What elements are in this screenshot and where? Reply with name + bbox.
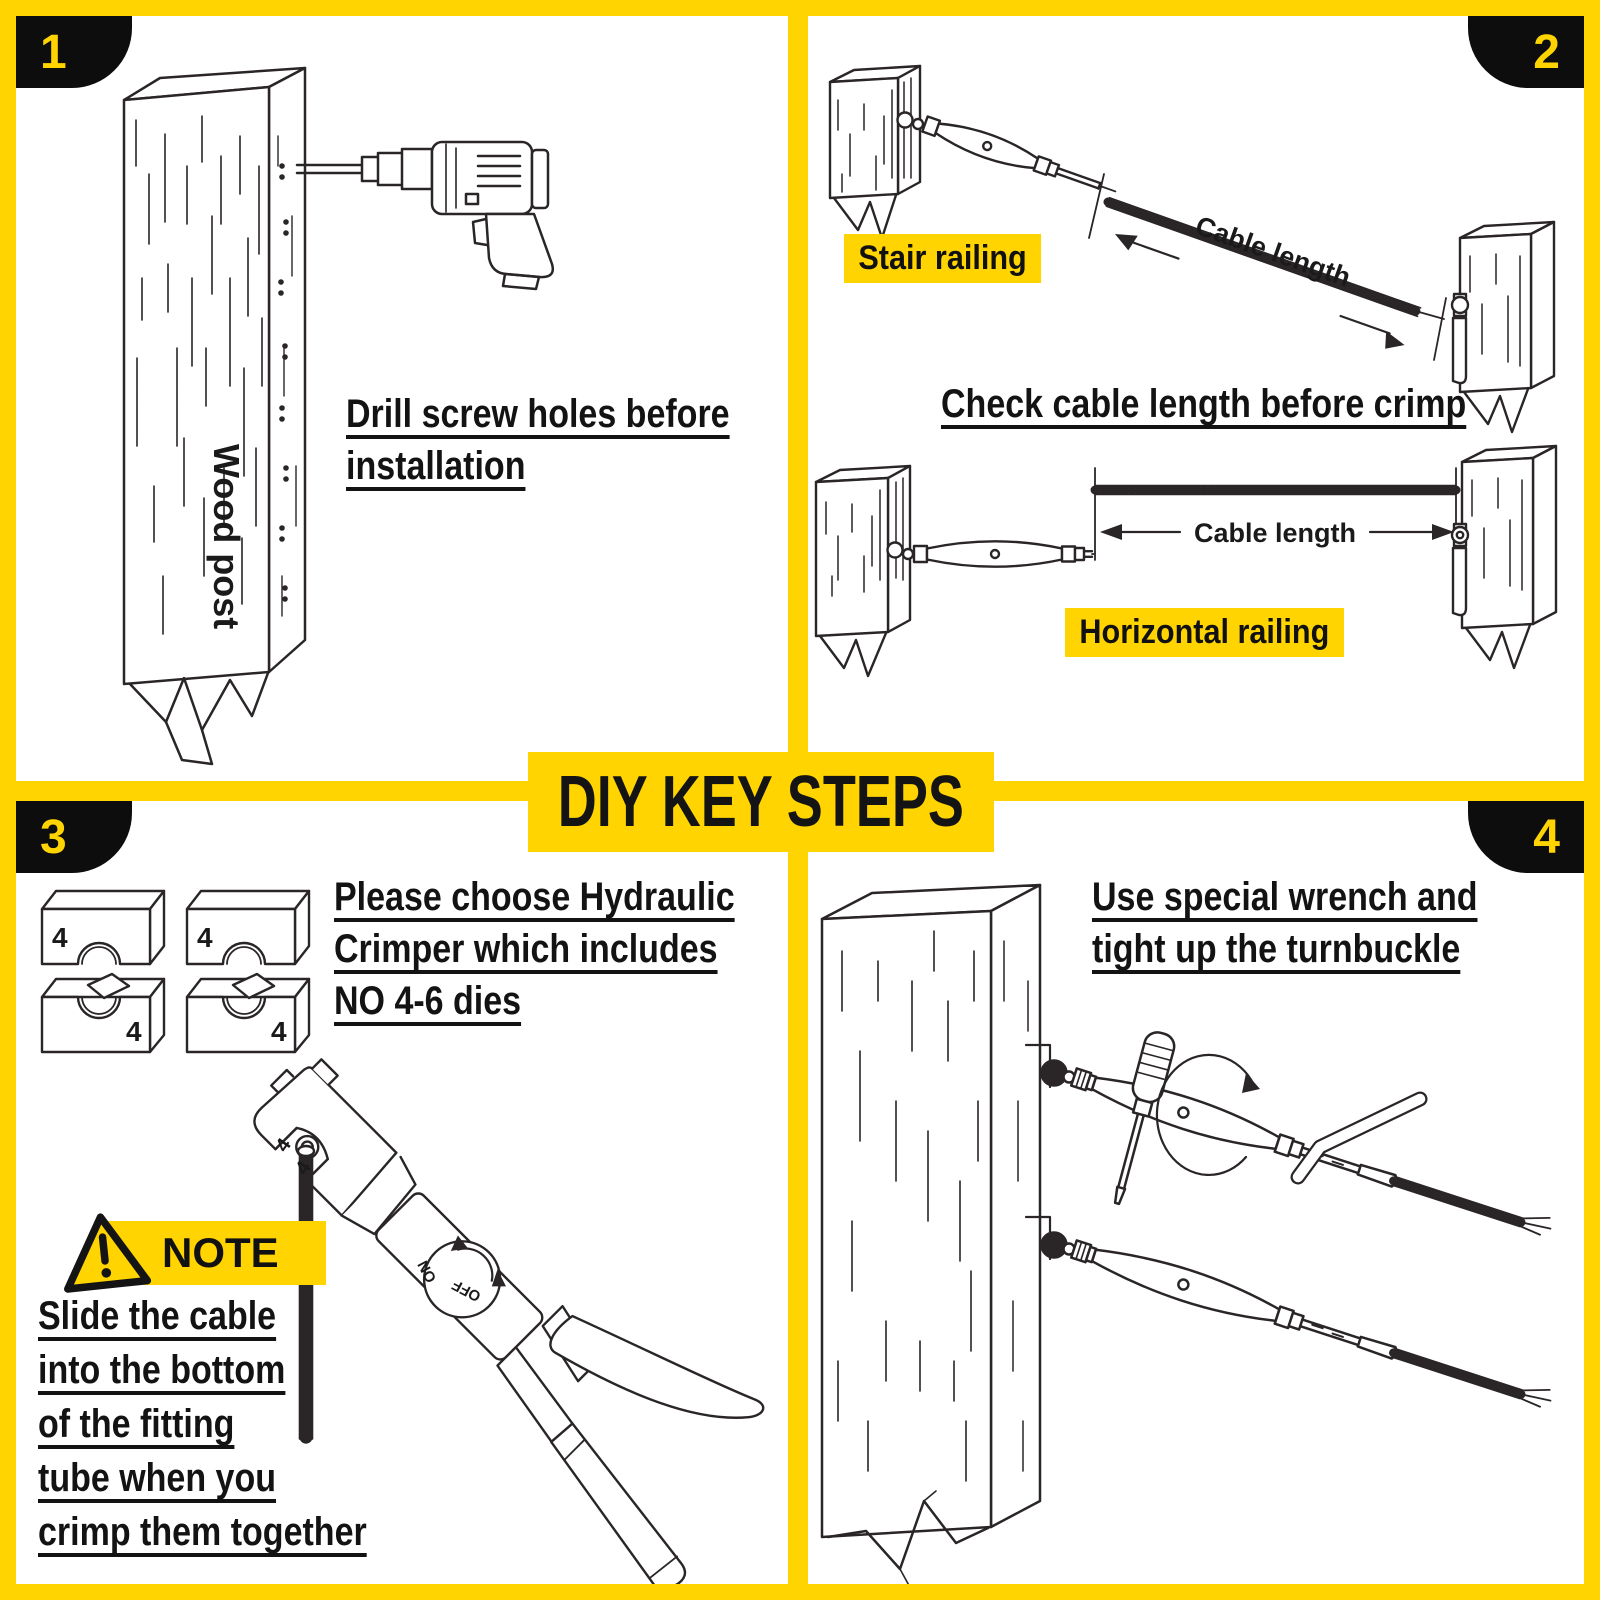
- die-1-bottom-label: 4: [126, 1016, 142, 1047]
- drill-drawing: [295, 140, 554, 291]
- step-3-note-text: Slide the cable into the bottom of the f…: [38, 1289, 367, 1559]
- hydraulic-crimper-illustration: 4 4 4 4 4 4 OFF ON: [40, 889, 765, 1584]
- step-3-caption-line3: NO 4-6 dies: [334, 979, 522, 1023]
- step-2-caption: Check cable length before crimp: [941, 378, 1466, 430]
- note-line2: into the bottom: [38, 1348, 286, 1392]
- horizontal-cable-length-label: Cable length: [1194, 518, 1356, 548]
- note-line4: tube when you: [38, 1456, 276, 1500]
- horizontal-cable: [1090, 467, 1461, 561]
- step-4-caption-line2: tight up the turnbuckle: [1092, 927, 1461, 971]
- stair-turnbuckle: [896, 111, 1117, 239]
- step-3-caption: Please choose Hydraulic Crimper which in…: [334, 871, 735, 1027]
- horizontal-right-post: [1450, 444, 1558, 670]
- stair-dimension-arrow: [1115, 234, 1405, 349]
- note-label-text: NOTE: [162, 1229, 279, 1276]
- stair-railing-text: Stair railing: [858, 239, 1027, 277]
- panel-step-4: 4 Use special wrench and tight up the tu…: [808, 801, 1584, 1584]
- allen-wrench-drawing: [1290, 1091, 1428, 1185]
- banner-title: DIY KEY STEPS: [557, 762, 965, 842]
- note-line1: Slide the cable: [38, 1294, 277, 1338]
- panel-step-3: 4 4 4 4 4 4 OFF ON 3 Please choose Hydra…: [16, 801, 788, 1584]
- wood-post-drawing: [122, 66, 307, 766]
- panel-step-1: Wood post 1 Drill screw holes before ins…: [16, 16, 788, 781]
- die-pair-2: [185, 889, 311, 1054]
- step-2-caption-text: Check cable length before crimp: [941, 382, 1467, 426]
- note-line3: of the fitting: [38, 1402, 235, 1446]
- step-3-badge: 3: [16, 801, 132, 873]
- die-2-bottom-label: 4: [271, 1016, 287, 1047]
- die-2-top-label: 4: [197, 922, 213, 953]
- wood-post-label: Wood post: [206, 444, 247, 629]
- stair-railing-label: Stair railing: [844, 234, 1042, 283]
- die-pair-1: [40, 889, 166, 1054]
- horizontal-left-post: [814, 464, 912, 678]
- panel-step-2: Cable length Cable length 2 Stair railin…: [808, 16, 1584, 781]
- step-1-caption-line1: Drill screw holes before: [346, 392, 730, 436]
- step-1-caption: Drill screw holes before installation: [346, 388, 730, 492]
- step-3-caption-line2: Crimper which includes: [334, 927, 718, 971]
- diy-key-steps-banner: DIY KEY STEPS: [528, 752, 994, 852]
- wood-post-drawing: [820, 883, 1042, 1584]
- stair-cable: [1103, 196, 1424, 318]
- screw-holes: [278, 163, 289, 602]
- step-4-caption-line1: Use special wrench and: [1092, 875, 1478, 919]
- lower-turnbuckle-assembly: [1069, 1239, 1552, 1408]
- crimper-cable: [296, 1144, 316, 1446]
- step-3-caption-line1: Please choose Hydraulic: [334, 875, 735, 919]
- step-1-caption-line2: installation: [346, 444, 526, 488]
- crimper-tool: [253, 1058, 765, 1584]
- note-line5: crimp them together: [38, 1510, 367, 1554]
- horizontal-railing-label: Horizontal railing: [1065, 608, 1344, 657]
- die-1-top-label: 4: [52, 922, 68, 953]
- horizontal-turnbuckle: [886, 540, 1096, 568]
- step-4-badge: 4: [1468, 801, 1584, 873]
- horizontal-railing-text: Horizontal railing: [1079, 613, 1330, 651]
- step-4-number: 4: [1533, 810, 1560, 864]
- step-2-number: 2: [1533, 25, 1560, 79]
- step-1-number: 1: [40, 25, 67, 79]
- drill-wood-post-illustration: Wood post: [122, 66, 554, 766]
- stair-right-post: [1450, 220, 1556, 434]
- turnbuckle-tightening-illustration: [820, 883, 1552, 1584]
- cable-length-illustration: Cable length Cable length: [814, 64, 1558, 678]
- horizontal-dimension-arrow: [1100, 524, 1454, 540]
- warning-triangle-icon: [64, 1213, 152, 1293]
- stair-cable-length-label: Cable length: [1192, 210, 1355, 292]
- mount-brackets: [1024, 1043, 1076, 1261]
- step-3-number: 3: [40, 810, 67, 864]
- rotation-arrow: [1155, 1053, 1260, 1176]
- stair-left-post: [828, 64, 922, 240]
- step-4-caption: Use special wrench and tight up the turn…: [1092, 871, 1477, 975]
